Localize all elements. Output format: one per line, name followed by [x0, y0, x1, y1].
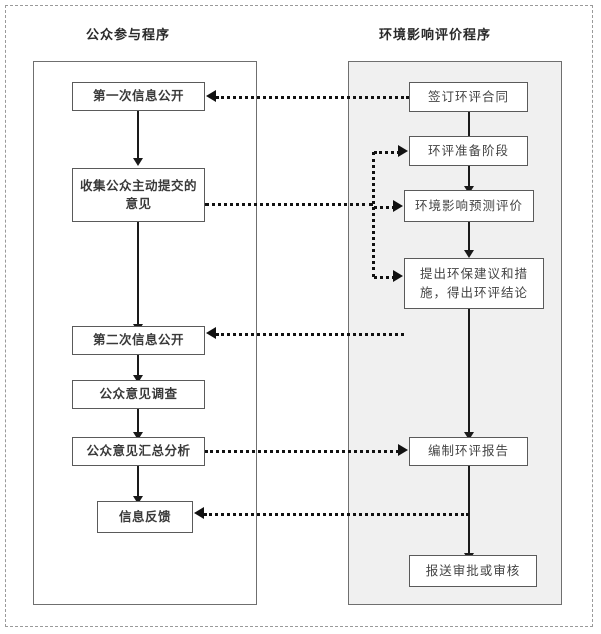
edge-e4-p3-arrow [206, 327, 216, 339]
edge-e3-e4-line [468, 222, 470, 250]
edge-p1-p2-line [137, 111, 139, 158]
edge-p2-p3-line [137, 222, 139, 324]
node-collect-public-opinions[interactable]: 收集公众主动提交的意见 [72, 168, 205, 222]
edge-e1-p1-arrow [206, 90, 216, 102]
edge-p3-p4-line [137, 355, 139, 375]
edge-p2-e2-line [374, 151, 400, 154]
edge-e4-e5-arrow [464, 432, 474, 440]
node-sign-eia-contract[interactable]: 签订环评合同 [409, 82, 528, 112]
edge-e1-e2-line [468, 112, 470, 136]
edge-p2-e3-arrow [393, 200, 403, 212]
edge-p2-e4-arrow [393, 270, 403, 282]
edge-p5-p6-line [137, 466, 139, 496]
edge-p3-p4-arrow [133, 375, 143, 383]
node-public-opinion-survey[interactable]: 公众意见调查 [72, 380, 205, 409]
node-environmental-impact-prediction[interactable]: 环境影响预测评价 [404, 190, 534, 222]
edge-p2-branch-trunk [372, 152, 375, 277]
edge-e3-e4-arrow [464, 250, 474, 258]
edge-e4-p3-line [216, 333, 404, 336]
lane-title-eia: 环境影响评价程序 [379, 28, 492, 43]
lane-title-public: 公众参与程序 [86, 28, 171, 43]
edge-p2-e4-line [374, 276, 395, 279]
node-information-feedback[interactable]: 信息反馈 [97, 501, 193, 533]
node-public-opinion-analysis[interactable]: 公众意见汇总分析 [72, 437, 205, 466]
edge-p1-p2-arrow [133, 158, 143, 166]
edge-e2-e3-line [468, 166, 470, 186]
edge-p5-e5-line [205, 450, 399, 453]
node-first-information-disclosure[interactable]: 第一次信息公开 [72, 82, 205, 111]
edge-p2-branch-line [205, 203, 373, 206]
edge-p2-e3-line [374, 206, 395, 209]
edge-e5-e6-line [468, 466, 470, 553]
edge-p4-p5-line [137, 409, 139, 432]
edge-e5-p6-line [204, 513, 469, 516]
edge-p5-p6-arrow [133, 496, 143, 504]
edge-p2-e2-arrow [398, 145, 408, 157]
node-submit-for-approval[interactable]: 报送审批或审核 [409, 555, 537, 587]
edge-p4-p5-arrow [133, 432, 143, 440]
edge-e1-p1-line [216, 96, 409, 99]
edge-e5-p6-arrow [194, 507, 204, 519]
node-second-information-disclosure[interactable]: 第二次信息公开 [72, 326, 205, 355]
node-compile-eia-report[interactable]: 编制环评报告 [409, 437, 528, 466]
node-environmental-recommendations-conclusion[interactable]: 提出环保建议和措施，得出环评结论 [404, 258, 544, 309]
node-eia-preparation-stage[interactable]: 环评准备阶段 [409, 136, 528, 166]
edge-p5-e5-arrow [398, 444, 408, 456]
edge-e4-e5-line [468, 309, 470, 432]
